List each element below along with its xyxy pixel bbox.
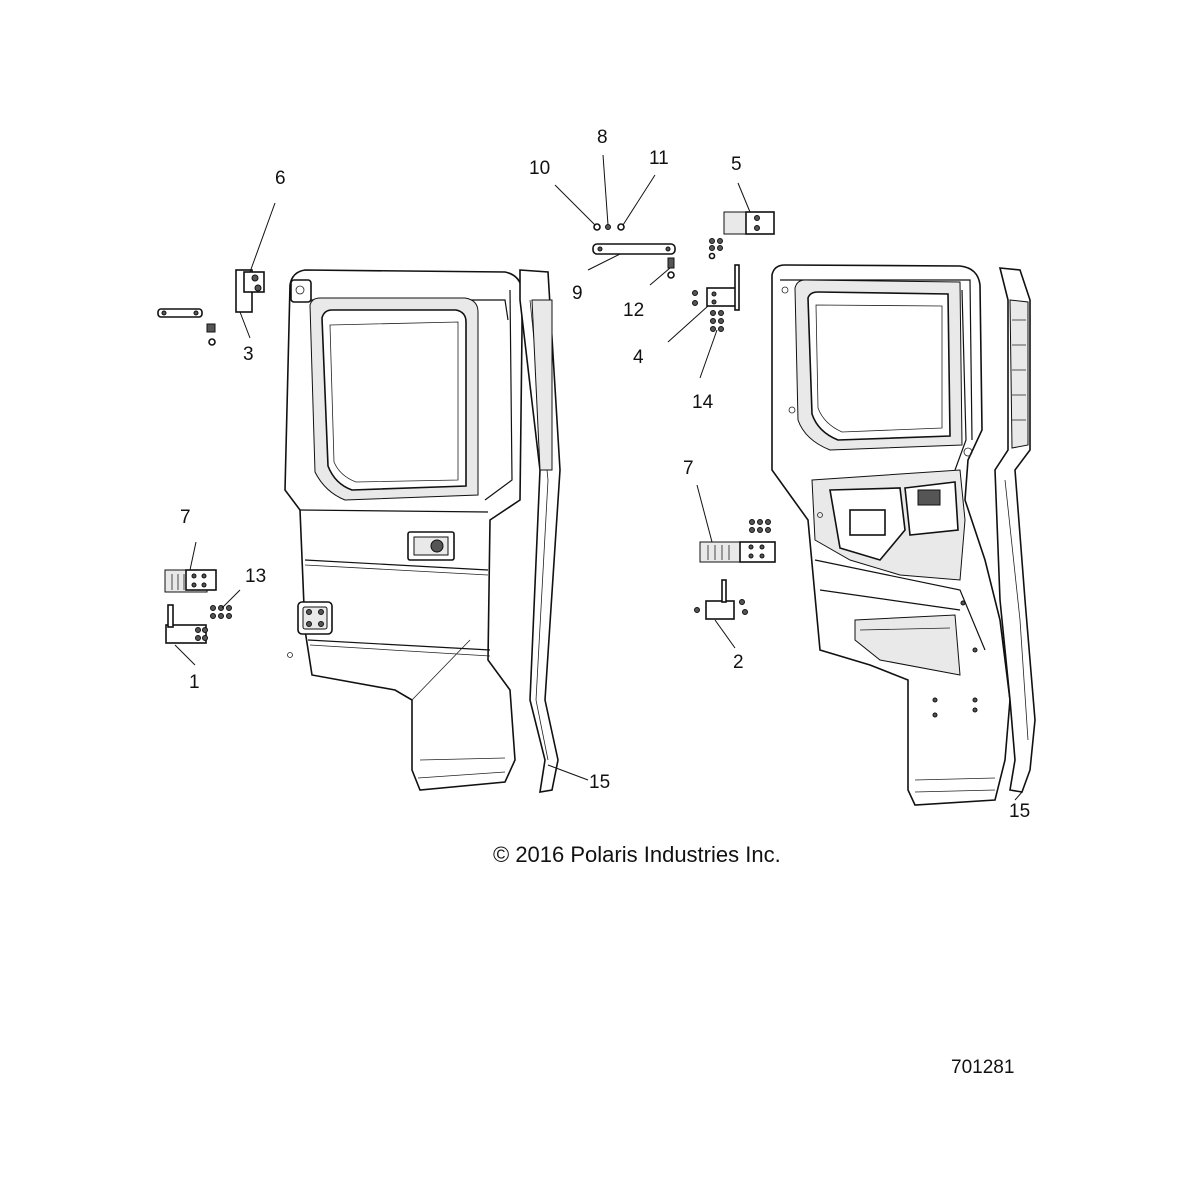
left-lower-hinge-parts bbox=[164, 569, 232, 644]
callout-2: 2 bbox=[733, 652, 744, 673]
right-upper-hinge-parts bbox=[692, 211, 775, 332]
callout-8: 8 bbox=[597, 127, 608, 148]
left-upper-hinge-parts bbox=[157, 269, 265, 346]
callout-15-left: 15 bbox=[589, 772, 610, 793]
leader-lines bbox=[174, 154, 1023, 801]
callout-3: 3 bbox=[243, 344, 254, 365]
callout-12: 12 bbox=[623, 300, 644, 321]
callout-6: 6 bbox=[275, 168, 286, 189]
callout-10: 10 bbox=[529, 158, 550, 179]
callout-15-right: 15 bbox=[1009, 801, 1030, 822]
center-upper-hardware bbox=[592, 223, 676, 279]
callout-5: 5 bbox=[731, 154, 742, 175]
callout-7-right: 7 bbox=[683, 458, 694, 479]
callout-13: 13 bbox=[245, 566, 266, 587]
callout-14: 14 bbox=[692, 392, 714, 413]
diagram-part-number: 701281 bbox=[951, 1057, 1014, 1078]
right-lower-hinge-parts bbox=[694, 519, 776, 620]
left-door-seal-strip bbox=[519, 269, 561, 793]
callout-labels: 1 2 3 4 5 6 7 7 8 9 10 11 12 13 14 15 15 bbox=[180, 127, 1030, 822]
callout-1: 1 bbox=[189, 672, 200, 693]
callout-11: 11 bbox=[649, 148, 669, 169]
callout-9: 9 bbox=[572, 283, 583, 304]
right-door-panel bbox=[771, 264, 1011, 806]
callout-4: 4 bbox=[633, 347, 644, 368]
callout-7-left: 7 bbox=[180, 507, 191, 528]
left-door-panel bbox=[284, 269, 523, 791]
copyright-notice: © 2016 Polaris Industries Inc. bbox=[493, 842, 781, 867]
